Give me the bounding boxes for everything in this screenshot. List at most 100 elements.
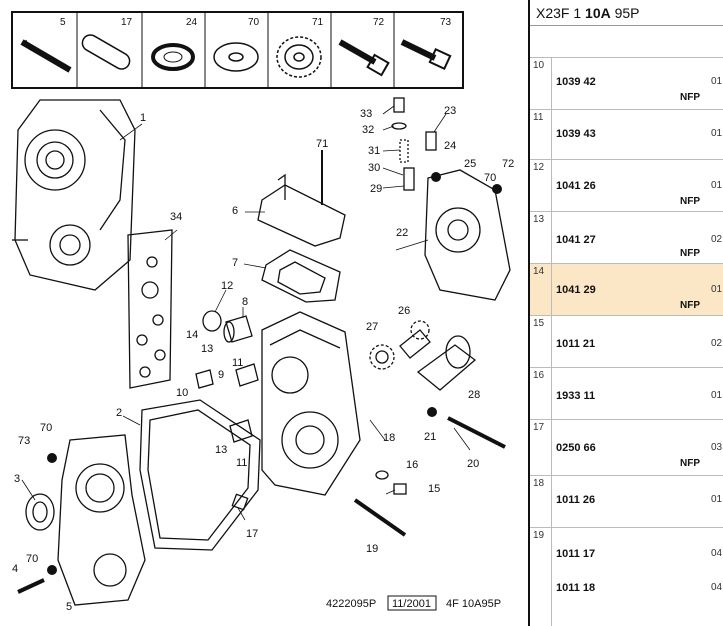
part-ref: 1011 17	[556, 548, 596, 560]
row-index: 17	[530, 420, 552, 475]
footer-code: 4222095P	[326, 598, 376, 610]
callout: 70	[26, 553, 38, 565]
callout: 13	[201, 343, 213, 355]
callout: 7	[232, 257, 238, 269]
callout: 8	[242, 296, 248, 308]
parts-row[interactable]: 15 1011 21 02	[530, 316, 723, 368]
bushing	[229, 419, 253, 443]
parts-row[interactable]: 11 1039 43 01	[530, 110, 723, 160]
part-ref: 1011 18	[556, 582, 596, 594]
callout: 24	[444, 140, 456, 152]
row-side: 02	[711, 338, 723, 349]
split-washer-icon	[151, 43, 195, 71]
callout: 70	[484, 172, 496, 184]
parts-row[interactable]: 19 1011 17 04 1011 18 04	[530, 528, 723, 626]
part-ref: 1933 11	[556, 390, 596, 402]
row-side: 04	[711, 548, 723, 559]
bushing	[195, 369, 214, 389]
callout: 29	[370, 183, 382, 195]
parts-row[interactable]: 16 1933 11 01	[530, 368, 723, 420]
callout: 16	[406, 459, 418, 471]
small-bolt	[375, 470, 407, 495]
bushing	[235, 363, 259, 387]
part-ref: 1041 26	[556, 180, 596, 192]
parts-table-title: X23F 1 10A 95P	[530, 0, 723, 26]
gear-shaft	[416, 335, 477, 391]
row-side: 04	[711, 582, 723, 593]
exploded-parts-diagram: 5 17 24 70 71 72 73	[11, 11, 514, 613]
row-index: 12	[530, 160, 552, 211]
row-side: 01	[711, 284, 723, 295]
header-spacer-row	[530, 26, 723, 58]
nfp-flag: NFP	[680, 196, 700, 207]
callout: 17	[246, 528, 258, 540]
nfp-flag: NFP	[680, 300, 700, 311]
row-side: 01	[711, 76, 723, 87]
header-parts-strip	[11, 11, 464, 89]
row-side: 01	[711, 128, 723, 139]
row-side: 01	[711, 494, 723, 505]
callout: 28	[468, 389, 480, 401]
parts-row[interactable]: 13 1041 27 NFP 02	[530, 212, 723, 264]
callout: 30	[368, 162, 380, 174]
callout: 33	[360, 108, 372, 120]
row-index: 11	[530, 110, 552, 159]
callout: 10	[176, 387, 188, 399]
long-bolt	[447, 416, 506, 449]
callout: 72	[502, 158, 514, 170]
screw	[425, 131, 437, 151]
parts-row[interactable]: 10 1039 42 NFP 01	[530, 58, 723, 110]
title-variant: 95P	[614, 5, 640, 21]
callout: 2	[116, 407, 122, 419]
row-index: 19	[530, 528, 552, 626]
header-num: 72	[373, 17, 385, 28]
callout: 19	[366, 543, 378, 555]
front-housing	[57, 434, 146, 606]
sleeve-icon	[81, 34, 131, 70]
header-num: 70	[248, 17, 260, 28]
callout: 4	[12, 563, 18, 575]
parts-row[interactable]: 18 1011 26 01	[530, 476, 723, 528]
callout: 70	[40, 422, 52, 434]
parts-row-selected[interactable]: 14 1041 29 NFP 01	[530, 264, 723, 316]
parts-table: X23F 1 10A 95P 10 1039 42 NFP 01 11 1039…	[528, 0, 723, 626]
callout: 12	[221, 280, 233, 292]
parts-row[interactable]: 12 1041 26 NFP 01	[530, 160, 723, 212]
seal-dots	[47, 172, 502, 575]
row-side: 01	[711, 180, 723, 191]
callout: 6	[232, 205, 238, 217]
diagram-footer: 4222095P 11/2001 4F 10A95P	[326, 595, 501, 611]
row-index: 16	[530, 368, 552, 419]
cover-gasket	[261, 249, 341, 303]
row-index: 15	[530, 316, 552, 367]
callout: 5	[66, 601, 72, 613]
long-bolt	[353, 498, 407, 537]
header-num: 73	[440, 17, 452, 28]
callout: 23	[444, 105, 456, 117]
bushing	[223, 315, 253, 343]
screw-icon	[400, 39, 452, 71]
row-index: 10	[530, 58, 552, 109]
gear	[369, 344, 395, 370]
header-num: 5	[60, 17, 66, 28]
footer-ref: 4F 10A95P	[446, 598, 501, 610]
leader-lines	[21, 105, 471, 521]
bolt-icon	[338, 39, 390, 77]
title-engine: 10A	[585, 5, 611, 21]
part-ref: 1011 26	[556, 494, 596, 506]
center-plate	[261, 311, 361, 496]
stud-icon	[20, 39, 72, 73]
plug	[231, 493, 249, 511]
stud	[17, 578, 45, 594]
valve-stack	[391, 97, 415, 191]
part-ref: 1041 29	[556, 284, 596, 296]
parts-row[interactable]: 17 0250 66 NFP 03	[530, 420, 723, 476]
o-ring	[202, 310, 222, 332]
drive-gear	[399, 320, 431, 359]
callout-labels: 1 2 3 4 5 6 7 8 9 10 11 11 12 13 13 14 1…	[12, 105, 514, 613]
nfp-flag: NFP	[680, 248, 700, 259]
serrated-washer-icon	[276, 36, 322, 78]
row-side: 02	[711, 234, 723, 245]
row-index: 13	[530, 212, 552, 263]
callout: 13	[215, 444, 227, 456]
